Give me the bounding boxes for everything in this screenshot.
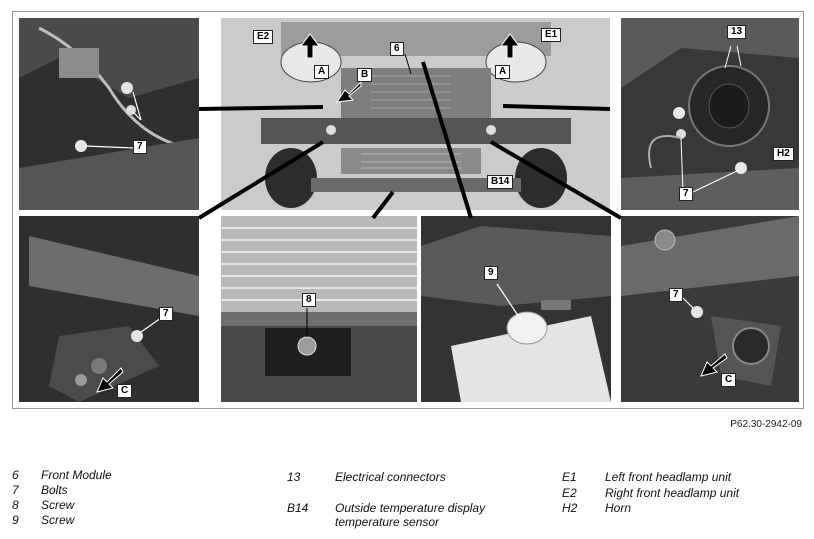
callout-7-bottom-right: 7 [669, 288, 683, 302]
photo-screw-8 [221, 216, 417, 402]
callout-e1: E1 [541, 28, 562, 42]
photo-bolts-bottom-right [621, 216, 799, 402]
callout-a-right: A [495, 65, 511, 79]
callout-8: 8 [302, 293, 316, 307]
photo-horn [621, 18, 799, 210]
photo-bolts-top-left [19, 18, 199, 210]
callout-7-top-left: 7 [133, 140, 147, 154]
photo-screw-9 [421, 216, 611, 402]
callout-c-bottom-right: C [721, 373, 737, 387]
callout-b: B [357, 68, 373, 82]
callout-9: 9 [484, 266, 498, 280]
callout-6: 6 [390, 42, 404, 56]
callout-13: 13 [727, 25, 747, 39]
callout-a-left: A [314, 65, 330, 79]
callout-e2: E2 [253, 30, 274, 44]
callout-c-bottom-left: C [117, 384, 133, 398]
callout-b14: B14 [487, 175, 514, 189]
document-reference: P62.30-2942-09 [730, 419, 802, 430]
photo-vehicle-front [221, 18, 610, 210]
callout-7-top-right: 7 [679, 187, 693, 201]
callout-h2: H2 [773, 147, 794, 161]
technical-figure: 7 E2 E1 [12, 11, 804, 409]
callout-7-bottom-left: 7 [159, 307, 173, 321]
